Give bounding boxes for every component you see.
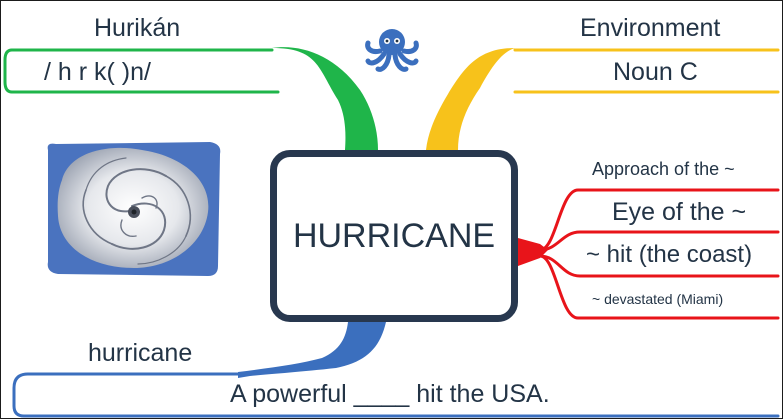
example-word: hurricane: [88, 339, 193, 367]
red-branch: [538, 188, 780, 320]
word-class: Noun C: [613, 58, 698, 86]
pronunciation-heading: Hurikán: [94, 14, 181, 42]
blue-branch: [12, 372, 780, 418]
grammar-heading: Environment: [580, 14, 721, 42]
green-branch: [3, 48, 280, 94]
green-branch-trunk: [272, 47, 378, 150]
yellow-branch-trunk: [426, 48, 515, 150]
collocation-item: ~ hit (the coast): [586, 241, 753, 268]
collocation-item: Approach of the ~: [592, 159, 735, 179]
center-title: HURRICANE: [292, 216, 496, 255]
collocation-item: ~ devastated (Miami): [592, 291, 724, 307]
collocation-item: Eye of the ~: [612, 198, 747, 226]
red-branch-trunk: [518, 238, 548, 266]
hurricane-satellite-image: [47, 142, 221, 276]
pronunciation-ipa: / h r k( )n/: [44, 58, 151, 86]
octopus-icon: [365, 29, 419, 72]
example-sentence: A powerful ____ hit the USA.: [230, 380, 550, 408]
blue-branch-trunk: [238, 322, 386, 378]
center-topic-box: HURRICANE: [270, 150, 518, 322]
yellow-branch: [513, 48, 780, 94]
